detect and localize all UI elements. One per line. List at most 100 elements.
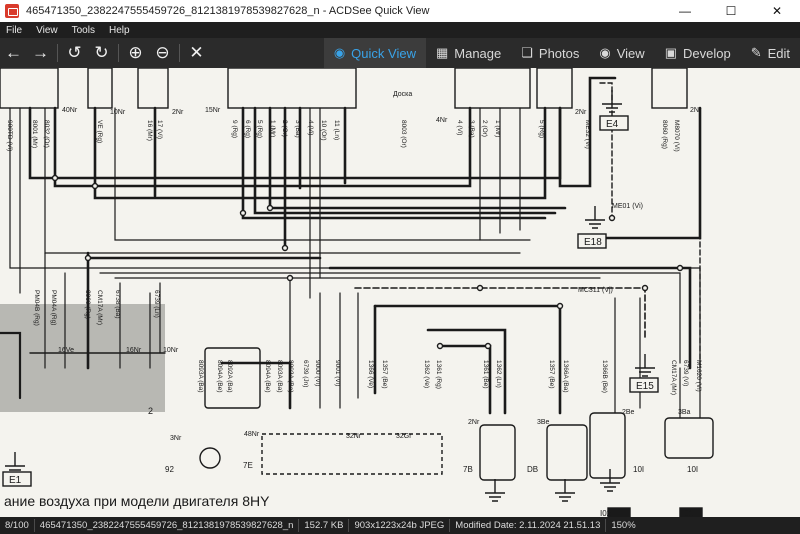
wire-label: 2 (Or) [481,120,488,137]
tab-label: Photos [538,45,580,61]
tab-edit[interactable]: ✎ Edit [741,38,800,68]
wire-label: ME32 (Vi) [584,120,591,149]
tab-label: Edit [767,45,790,61]
toolbar: ← → ↺ ↻ ⊕ ⊖ ✕ ◉ Quick View ▦ Manage ❏ Ph… [0,38,800,68]
zoom-in-icon[interactable]: ⊕ [128,43,143,62]
wire-label: 5 (Rg) [256,120,263,138]
wire-junction [484,342,492,350]
component-label: 92 [165,465,174,474]
connector-label: 16Nr [126,347,142,354]
zoom-out-icon[interactable]: ⊖ [155,43,170,62]
wire-label: 8003 (Or) [400,120,407,148]
wire-label: 8060 (Rg) [84,290,91,319]
wire [99,272,681,364]
connector-label: 2Nr [690,107,702,114]
wire-junction [51,174,59,182]
diagram-caption: ание воздуха при модели двигателя 8HY [4,493,270,509]
eye-icon: ◉ [333,45,346,60]
back-arrow-icon[interactable]: ← [5,43,22,62]
minimize-button[interactable]: — [679,4,691,18]
connector-label: 10Nr [163,347,179,354]
maximize-button[interactable]: ☐ [725,4,737,18]
wire-junction [239,209,247,217]
tab-label: View [616,45,645,61]
connector-block [137,68,169,109]
menu-help[interactable]: Help [108,24,130,36]
status-bar: 8/100 465471350_2382247555459726_8121381… [0,517,800,534]
wire-label: 9001 (Vi) [334,360,341,386]
ground-symbol [635,354,655,377]
status-modified: Modified Date: 2.11.2024 21.51.13 [450,519,607,532]
menu-file[interactable]: File [6,24,23,36]
ground-label-box [629,377,659,393]
connector-label: 10Nr [110,109,126,116]
wire-label: PM04B (Rg) [33,290,40,326]
wire [241,106,547,220]
wire-label: 9 (Rg) [231,120,238,138]
wire-label: 8092A (Ba) [226,360,233,393]
wire-label: 16 (Mr) [146,120,153,141]
sensor-symbol [199,447,221,469]
status-filesize: 152.7 KB [299,519,350,532]
ground-label: E1 [9,475,22,486]
wire-label: 1 (Mr) [269,120,276,137]
wire-label: 1 (Mr) [494,120,501,137]
menu-view[interactable]: View [36,24,58,36]
ground-symbol [585,206,605,229]
connector-label: 4Nr [436,117,448,124]
wire-label: 6739 (Ln) [153,290,160,318]
rotate-right-icon[interactable]: ↻ [94,43,109,62]
forward-arrow-icon[interactable]: → [32,43,49,62]
tab-develop[interactable]: ▣ Develop [655,38,741,68]
eye-icon: ◉ [599,45,611,60]
ground-symbol [5,452,25,475]
wire-label: 1361 (Rg) [435,360,442,389]
close-icon[interactable]: ✕ [189,43,204,62]
wire-junction [286,274,294,282]
rotate-left-icon[interactable]: ↺ [67,43,82,62]
diagram-label: Дoска [393,91,412,98]
wire-label: 1362 (Ln) [495,360,502,388]
edit-icon: ✎ [750,45,762,60]
wire-label: 8060 (Rg) [661,120,668,149]
tab-view[interactable]: ◉ View [589,38,654,68]
status-zoom[interactable]: 150% [611,520,636,531]
tab-manage[interactable]: ▦ Manage [426,38,511,68]
photos-icon: ❏ [521,45,533,60]
wire-label: 6739 (Vi) [682,360,689,386]
wire-label: 4 (Vi) [307,120,314,135]
component-label: DB [527,465,538,474]
ground-label-box [577,233,607,249]
tab-photos[interactable]: ❏ Photos [511,38,589,68]
wire [53,106,472,188]
component-box [546,424,588,481]
ecu-connector [227,68,357,109]
tab-label: Develop [682,45,731,61]
close-window-button[interactable]: ✕ [771,4,783,18]
status-filename: 465471350_2382247555459726_8121381978539… [35,519,300,532]
ground-label: E15 [636,381,654,392]
wire-junction [84,254,92,262]
wire-label: 1366 (Ve) [367,360,374,388]
component-tag [607,507,631,517]
wire-label: 1357 (Be) [381,360,388,389]
menu-tools[interactable]: Tools [71,24,95,36]
connector-label: 32Gr [396,433,412,440]
connector-label: 3Be [537,419,550,426]
tab-quick-view[interactable]: ◉ Quick View [323,38,426,68]
ground-label: E4 [606,119,619,130]
wire-label: 900TD (Vi) [6,120,13,151]
wire-junction [91,182,99,190]
connector-block [651,68,688,109]
component-tag [679,507,703,517]
wire-junction [266,204,274,212]
wire [373,304,562,415]
connector-block [536,68,573,109]
wire-label: 1366A (Ba) [562,360,569,393]
acdsee-app-icon [5,4,19,18]
wire-label: 2 (Or) [281,120,288,137]
wire [0,331,22,400]
connector-label: 2Nr [575,109,587,116]
